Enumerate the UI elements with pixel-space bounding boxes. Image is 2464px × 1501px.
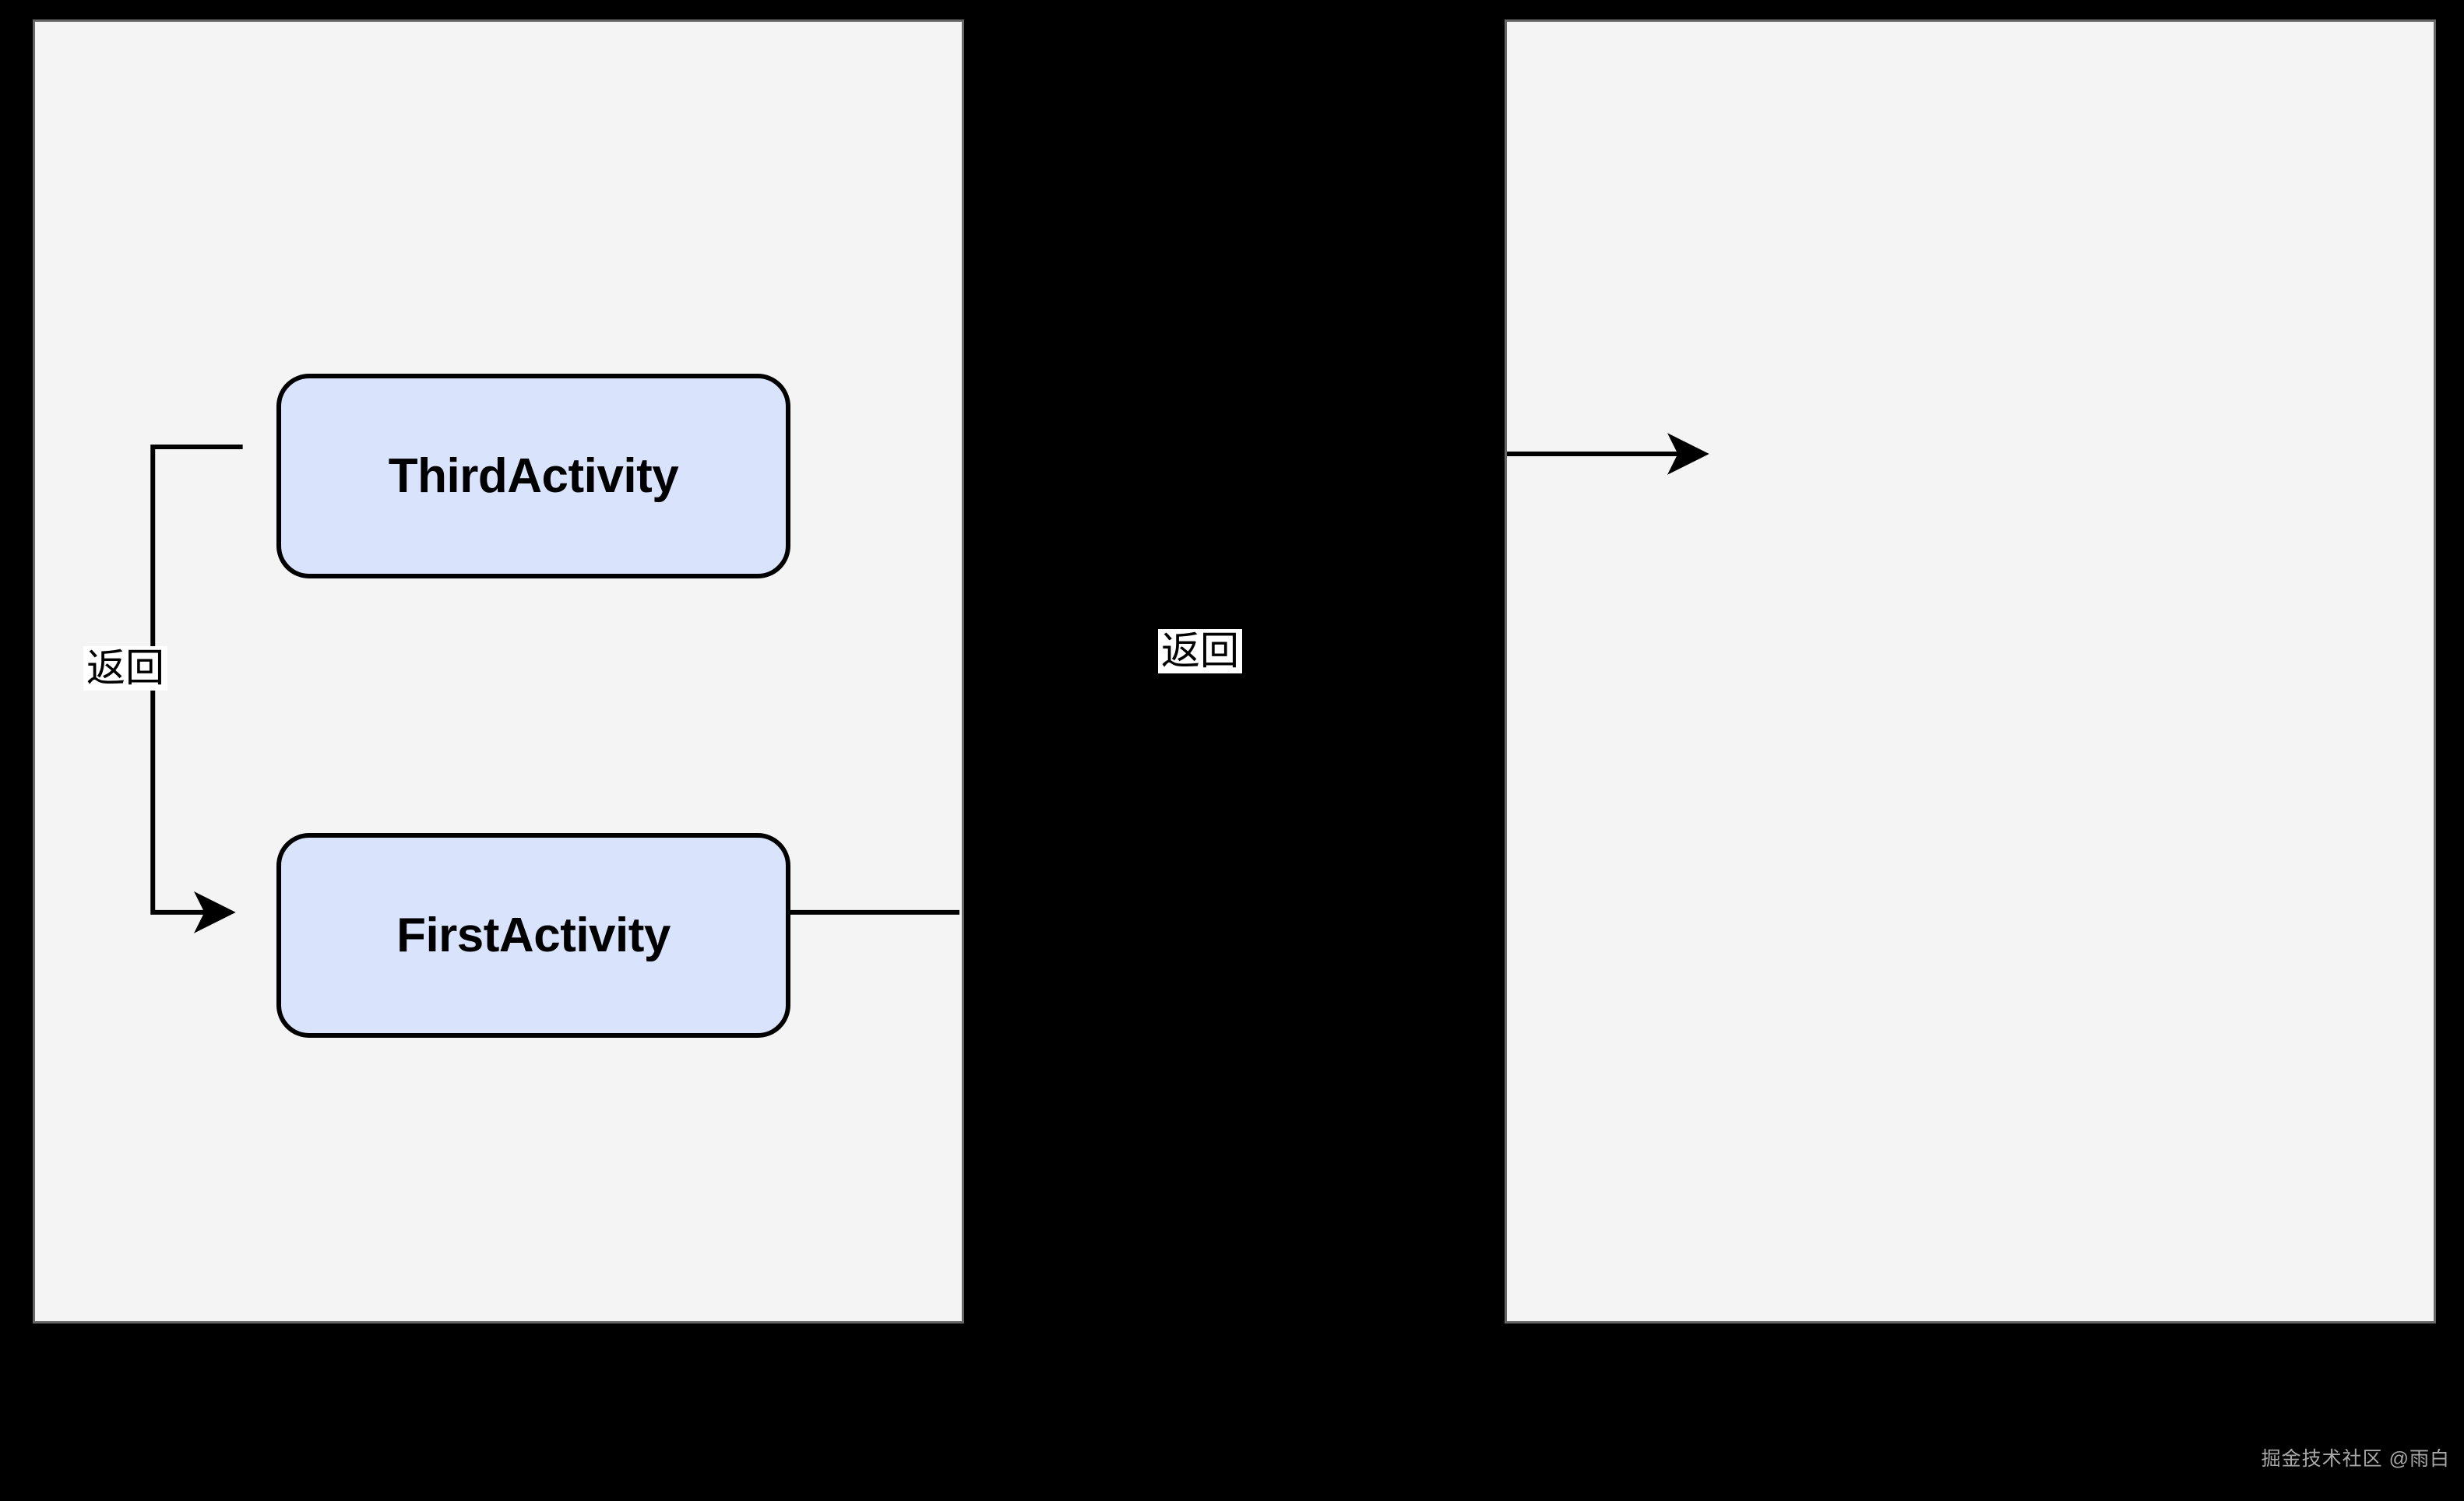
task-stack-right-panel: SecondActivity: [1505, 19, 2436, 1323]
edge-label-return-center: 返回: [1158, 629, 1242, 673]
activity-node-label: ThirdActivity: [388, 449, 679, 503]
watermark: 掘金技术社区 @雨白: [2261, 1448, 2450, 1470]
activity-node-first[interactable]: FirstActivity: [276, 833, 790, 1038]
activity-node-third[interactable]: ThirdActivity: [276, 374, 790, 578]
edge-into-second: [1507, 433, 1709, 475]
activity-node-label: FirstActivity: [396, 909, 671, 962]
edge-third-to-first: [150, 445, 960, 933]
task-stack-left-panel: ThirdActivity FirstActivity 返回: [33, 19, 964, 1323]
edge-label-return-left: 返回: [83, 646, 167, 691]
